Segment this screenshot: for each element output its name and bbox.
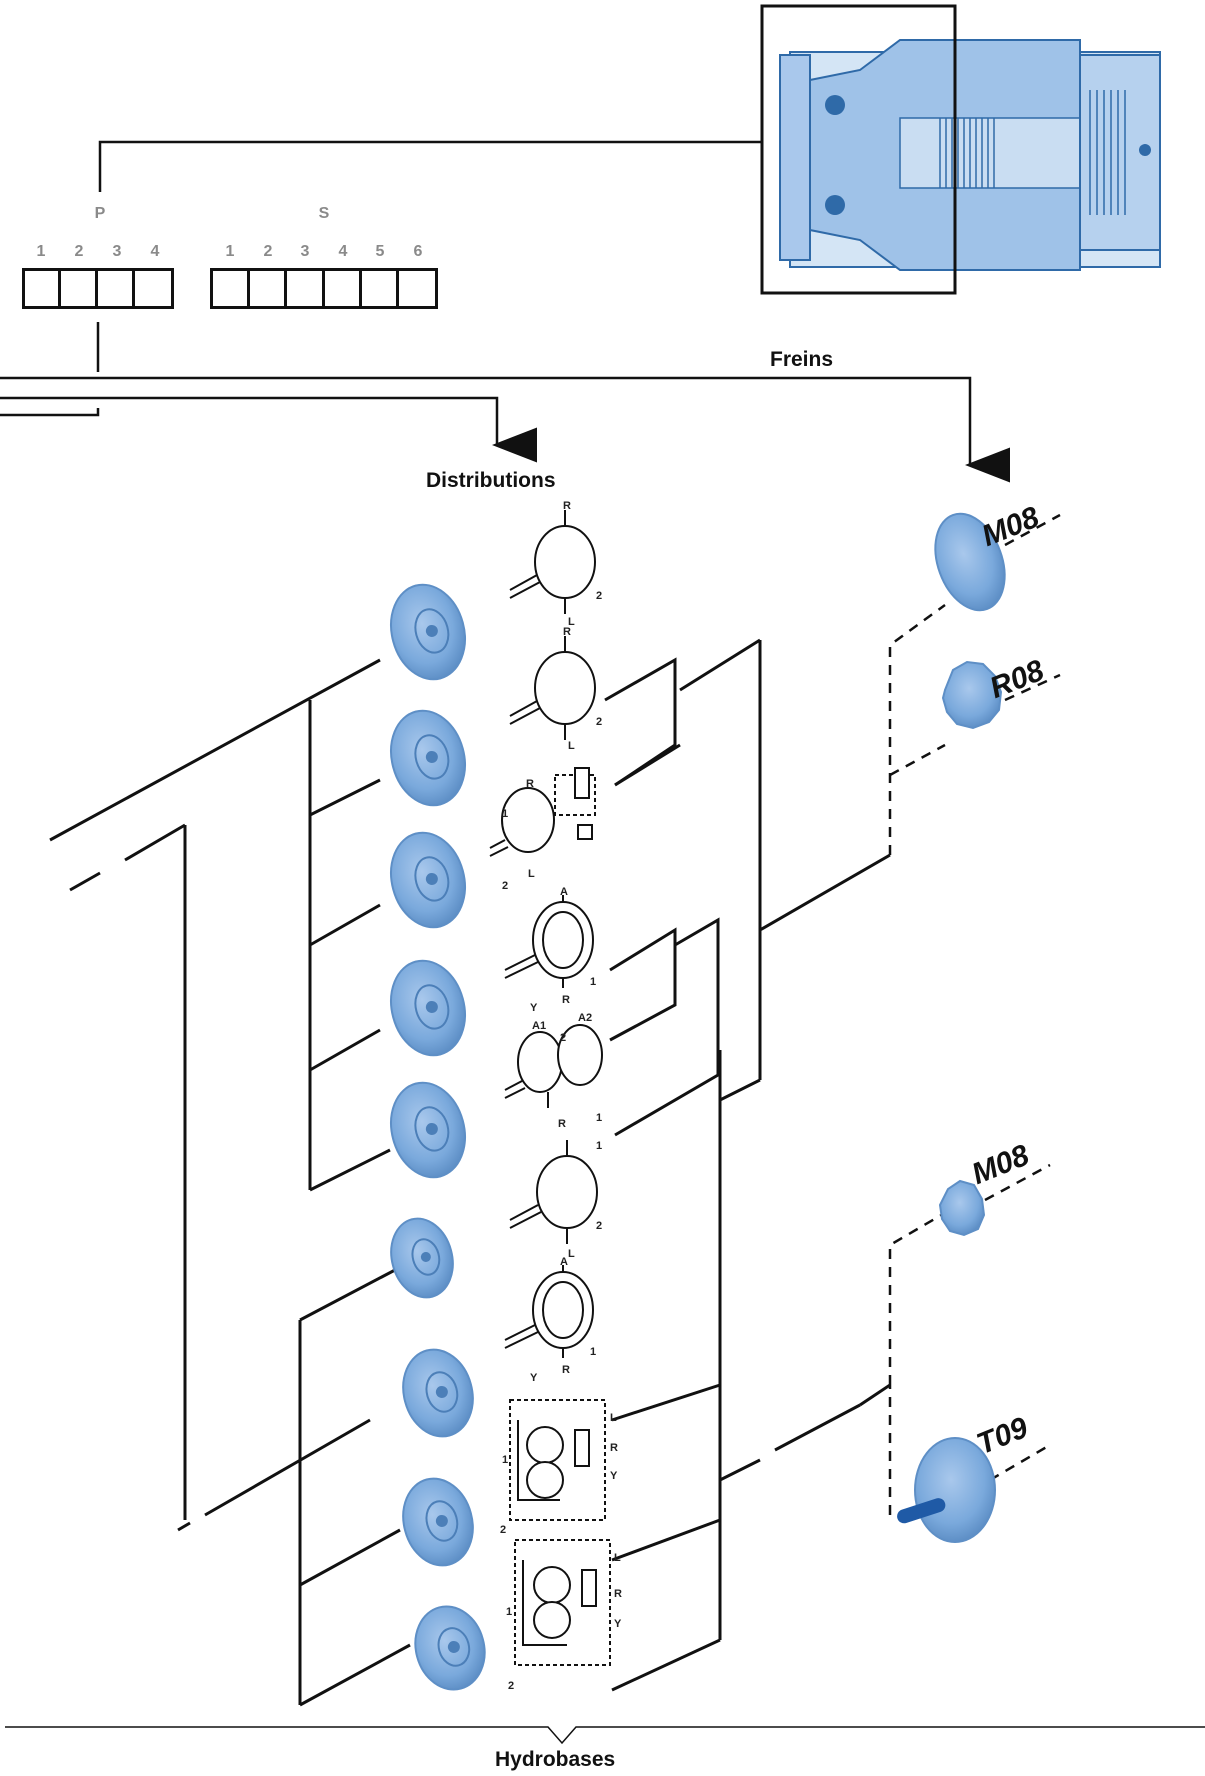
s-code-box-6 xyxy=(396,268,438,309)
port-label: 1 xyxy=(506,1606,513,1618)
schematic-s4 xyxy=(504,895,594,988)
code-group-p-label: P xyxy=(94,205,106,222)
port-label: 2 xyxy=(596,716,603,728)
port-label: L xyxy=(568,740,575,752)
code-group-s-label: S xyxy=(318,205,330,222)
port-label: Y xyxy=(610,1470,618,1482)
s-code-box-4 xyxy=(322,268,362,309)
p-digit-4: 4 xyxy=(150,243,160,260)
hydrobase-part xyxy=(390,1217,454,1299)
port-label: R xyxy=(610,1442,618,1454)
s-code-box-2 xyxy=(247,268,287,309)
schematic-s3 xyxy=(489,767,596,857)
port-label: 2 xyxy=(502,880,509,892)
brake-branches xyxy=(888,513,1061,1515)
schematic-s2 xyxy=(509,636,596,740)
p-code-box-2 xyxy=(58,268,98,309)
schematic-s9 xyxy=(514,1539,611,1666)
port-label: 1 xyxy=(590,1346,597,1358)
assembly-lines xyxy=(49,638,891,1707)
freins-title: Freins xyxy=(770,348,834,371)
s-digit-6: 6 xyxy=(413,243,423,260)
p-code-box-4 xyxy=(132,268,174,309)
port-label: A xyxy=(560,1256,568,1268)
port-label: 2 xyxy=(500,1524,507,1536)
schematic-s5 xyxy=(504,1024,603,1108)
port-label: L xyxy=(610,1412,617,1424)
port-label: Y xyxy=(530,1002,538,1014)
port-label: L xyxy=(614,1552,621,1564)
s-digit-5: 5 xyxy=(375,243,385,260)
port-label: 1 xyxy=(590,976,597,988)
p-digit-3: 3 xyxy=(112,243,122,260)
p-code-box-3 xyxy=(95,268,135,309)
schematic-s6 xyxy=(509,1140,598,1244)
port-label: Y xyxy=(530,1372,538,1384)
s-code-box-1 xyxy=(210,268,250,309)
distribution-schematics xyxy=(489,510,611,1666)
hydrobase-part xyxy=(402,1477,474,1567)
brake-r08-gear xyxy=(941,660,1003,730)
schematic-s1 xyxy=(509,510,596,614)
hydrobase-part xyxy=(390,959,466,1057)
port-label: R xyxy=(562,1364,570,1376)
port-label: 2 xyxy=(508,1680,515,1692)
port-label: R xyxy=(563,500,571,512)
hydrobase-part xyxy=(390,831,466,929)
port-label: 2 xyxy=(560,1032,567,1044)
s-digit-2: 2 xyxy=(263,243,273,260)
hydrobase-part xyxy=(390,583,466,681)
p-code-box-1 xyxy=(22,268,61,309)
distributions-title: Distributions xyxy=(426,469,556,492)
brake-parts xyxy=(897,512,1006,1543)
schematic-s7 xyxy=(504,1265,594,1358)
motor-cross-section xyxy=(779,39,1161,271)
port-label: 1 xyxy=(596,1112,603,1124)
brake-t09-shaft xyxy=(897,1437,996,1543)
port-label: 2 xyxy=(596,590,603,602)
s-digit-3: 3 xyxy=(300,243,310,260)
port-label: R xyxy=(558,1118,566,1130)
port-label: 1 xyxy=(502,808,509,820)
s-digit-4: 4 xyxy=(338,243,348,260)
brake-m08-disc xyxy=(934,512,1006,612)
brake-m08-small xyxy=(938,1179,986,1237)
port-label: L xyxy=(568,1248,575,1260)
port-label: A1 xyxy=(532,1020,547,1032)
port-label: R xyxy=(562,994,570,1006)
port-label: Y xyxy=(614,1618,622,1630)
p-digit-1: 1 xyxy=(36,243,46,260)
port-label: L xyxy=(528,868,535,880)
port-label: L xyxy=(568,616,575,628)
hydrobases-title: Hydrobases xyxy=(495,1748,616,1771)
port-label: R xyxy=(526,778,534,790)
highlight-frame xyxy=(760,4,957,295)
s-digit-1: 1 xyxy=(225,243,235,260)
port-label: A2 xyxy=(578,1012,593,1024)
hydrobase-parts xyxy=(390,583,486,1691)
hydrobase-part xyxy=(414,1605,486,1691)
port-label: 1 xyxy=(596,1140,603,1152)
port-label: 2 xyxy=(596,1220,603,1232)
header-connectors xyxy=(0,140,1010,483)
port-label: R xyxy=(563,626,571,638)
hydrobases-bracket xyxy=(5,1726,1205,1745)
port-label: A xyxy=(560,886,568,898)
schematic-s8 xyxy=(509,1399,606,1521)
hydrobase-part xyxy=(390,709,466,807)
port-label: R xyxy=(614,1588,622,1600)
s-code-box-5 xyxy=(359,268,399,309)
port-label: 1 xyxy=(502,1454,509,1466)
hydrobase-part xyxy=(402,1348,474,1438)
hydrobase-part xyxy=(390,1081,466,1179)
s-code-box-3 xyxy=(284,268,325,309)
p-digit-2: 2 xyxy=(74,243,84,260)
